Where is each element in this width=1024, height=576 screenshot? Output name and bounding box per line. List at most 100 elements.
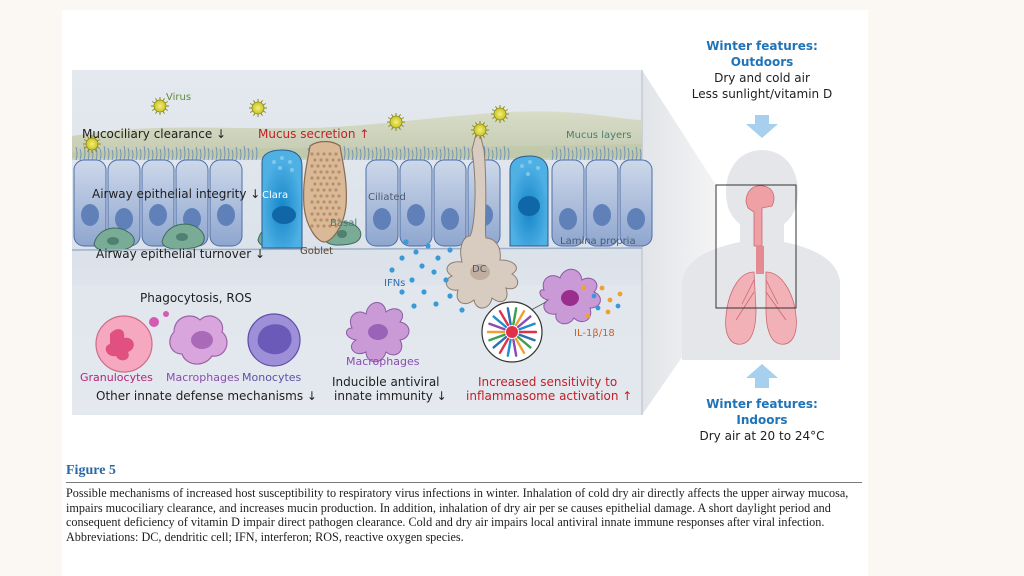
cell-nucleus (217, 204, 235, 226)
granule (310, 164, 314, 168)
granule (337, 206, 341, 210)
inflammasome-ray (512, 338, 518, 357)
cilium (367, 147, 370, 161)
cilium (571, 149, 574, 161)
ifn-dot (433, 301, 439, 307)
cilium (187, 147, 190, 161)
cilium (419, 148, 422, 161)
granule (322, 200, 326, 204)
cilium (115, 146, 118, 161)
cell-nucleus (149, 204, 167, 226)
granule (331, 170, 335, 174)
cilium (407, 147, 410, 161)
inflammasome-ray (506, 338, 512, 357)
mucus-layer (72, 111, 642, 158)
ciliated-cell (619, 159, 653, 247)
granulocyte-cell (95, 311, 169, 373)
label-other-innate: Other innate defense mechanisms ↓ (96, 389, 317, 403)
cell-nucleus (441, 208, 459, 230)
cilium (159, 148, 162, 161)
ifn-dot (419, 263, 425, 269)
ciliated-cell (141, 159, 175, 247)
outdoor-title-1: Winter features: (706, 39, 818, 53)
cilium (415, 146, 418, 161)
cilium (431, 149, 434, 161)
ciliated-cell (399, 159, 433, 247)
ifn-dot (413, 249, 419, 255)
cilium (343, 145, 346, 161)
granule (334, 164, 338, 168)
inflammasome-ray (516, 335, 532, 349)
inflammasome-ray (488, 322, 506, 331)
cilium (507, 147, 510, 161)
granule (334, 212, 338, 216)
cilium (179, 148, 182, 161)
cilium (155, 146, 158, 161)
granule (310, 212, 314, 216)
virus-particle (491, 105, 509, 123)
cilium (183, 145, 186, 161)
cilium (639, 148, 642, 161)
label-monocytes: Monocytes (242, 371, 302, 384)
cilium (219, 148, 222, 161)
granule (331, 218, 335, 222)
label-integrity: Airway epithelial integrity ↓ (92, 187, 261, 201)
ciliated-cell (551, 159, 585, 247)
cilium (359, 148, 362, 161)
label-ifns: IFNs (384, 278, 406, 289)
ifn-dot (425, 243, 431, 249)
cilium (347, 147, 350, 161)
outdoor-line-2: Less sunlight/vitamin D (691, 87, 833, 101)
label-dc: DC (472, 264, 487, 275)
granule (325, 218, 329, 222)
cilium (495, 146, 498, 161)
cilium (383, 145, 386, 161)
granule (331, 194, 335, 198)
granule (319, 194, 323, 198)
label-inducible-2: innate immunity ↓ (334, 389, 447, 403)
granule (337, 194, 341, 198)
cilium (427, 147, 430, 161)
ifn-dots (389, 239, 465, 313)
cilium (603, 145, 606, 161)
dendritic-cell (445, 125, 519, 309)
indoor-line-1: Dry air at 20 to 24°C (699, 429, 825, 443)
granule (325, 158, 329, 162)
cell-nucleus (373, 208, 391, 230)
ifn-dot (431, 269, 437, 275)
cilium (579, 148, 582, 161)
figure-page: Virus Mucociliary clearance ↓ Mucus secr… (62, 10, 868, 576)
il-dots (581, 285, 623, 319)
inflammasome-ray (514, 310, 526, 327)
cilium (491, 149, 494, 161)
ciliated-cell (73, 159, 107, 247)
granule (322, 176, 326, 180)
cilium (391, 149, 394, 161)
ciliated-cell (585, 159, 619, 247)
granule (334, 176, 338, 180)
inflammasome-macrophage (519, 268, 601, 325)
cilium (499, 148, 502, 161)
cilium (487, 147, 490, 161)
granule (316, 188, 320, 192)
macrophage-center (346, 302, 410, 363)
cilium (131, 149, 134, 161)
monocyte-cell (247, 313, 301, 367)
granule (337, 158, 341, 162)
granule (337, 182, 341, 186)
ifn-dot (399, 289, 405, 295)
il-dot (617, 291, 623, 297)
cilium (563, 145, 566, 161)
granule (322, 164, 326, 168)
cell-nucleus (593, 204, 611, 226)
cilium (587, 147, 590, 161)
granule (325, 206, 329, 210)
label-mucus-layers: Mucus layers (566, 130, 632, 141)
granule (319, 206, 323, 210)
cilium (171, 149, 174, 161)
label-basal: Basal (330, 218, 358, 229)
cilium (403, 145, 406, 161)
cilium (147, 147, 150, 161)
granule (310, 152, 314, 156)
granule (319, 170, 323, 174)
